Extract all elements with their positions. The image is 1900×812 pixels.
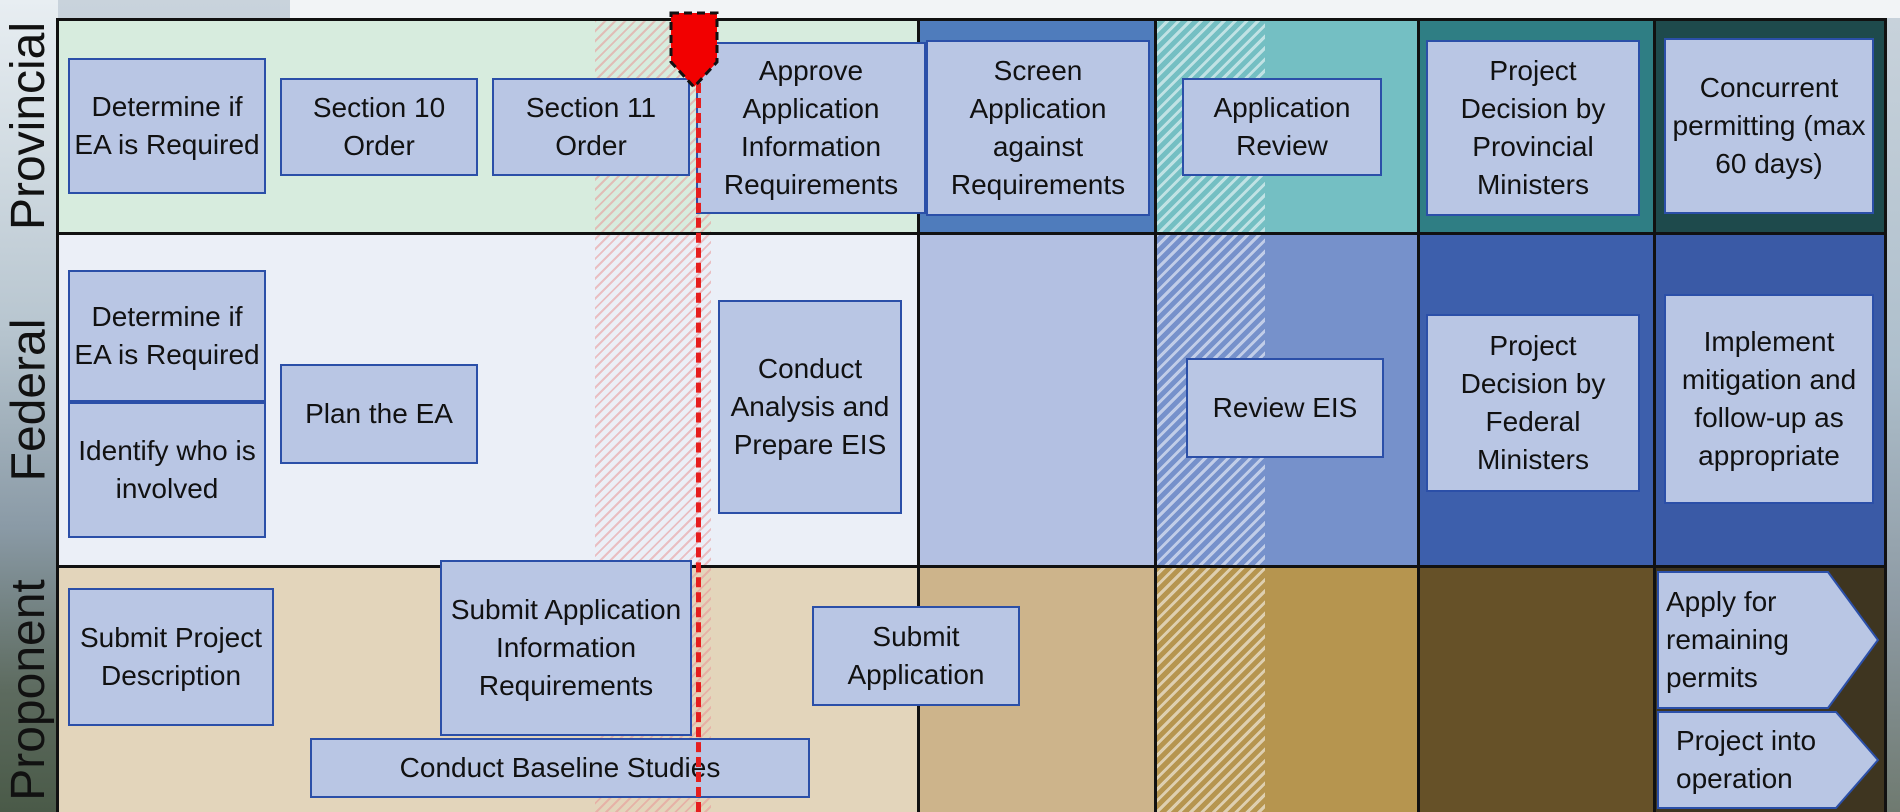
current-stage-dashed-line [696,68,701,812]
grid-line-2 [58,565,1884,568]
grid-vline-right [1884,18,1887,812]
provincial-decision-box[interactable]: Project Decision by Provincial Ministers [1426,40,1640,216]
current-stage-marker-icon [669,11,719,90]
concurrent-permitting-box[interactable]: Concurrent permitting (max 60 days) [1664,38,1874,214]
submit-application-box[interactable]: Submit Application [812,606,1020,706]
implement-mitigation-box[interactable]: Implement mitigation and follow-up as ap… [1664,294,1874,504]
grid-vline-3 [1417,18,1420,812]
section-11-order-box[interactable]: Section 11 Order [492,78,690,176]
screen-application-box[interactable]: Screen Application against Requirements [926,40,1150,216]
project-operation-arrow[interactable]: Project into operation [1656,710,1882,810]
apply-permits-label: Apply for remaining permits [1666,586,1789,693]
lane-label-federal: Federal [2,318,55,482]
section-10-order-box[interactable]: Section 10 Order [280,78,478,176]
approve-air-box[interactable]: Approve Application Information Requirem… [696,42,926,214]
top-strip [290,0,1900,18]
grid-vline-4 [1653,18,1656,812]
submit-project-description-box[interactable]: Submit Project Description [68,588,274,726]
identify-involved-box[interactable]: Identify who is involved [68,402,266,538]
project-operation-label: Project into operation [1676,725,1817,794]
mountain-background [0,0,58,812]
provincial-determine-ea-box[interactable]: Determine if EA is Required [68,58,266,194]
grid-vline-left [56,18,59,812]
grid-vline-2 [1154,18,1157,812]
federal-decision-box[interactable]: Project Decision by Federal Ministers [1426,314,1640,492]
application-review-box[interactable]: Application Review [1182,78,1382,176]
lane-label-proponent: Proponent [2,579,56,801]
conduct-analysis-box[interactable]: Conduct Analysis and Prepare EIS [718,300,902,514]
apply-permits-arrow[interactable]: Apply for remaining permits [1656,570,1882,710]
grid-vline-1 [917,18,920,812]
grid-line-1 [58,232,1884,235]
federal-phase-2 [918,235,1155,565]
submit-air-box[interactable]: Submit Application Information Requireme… [440,560,692,736]
arrow-shape-icon [1657,711,1880,809]
review-eis-box[interactable]: Review EIS [1186,358,1384,458]
lane-label-provincial: Provincial [2,21,56,231]
conduct-baseline-box[interactable]: Conduct Baseline Studies [310,738,810,798]
grid-line-top [58,18,1884,21]
proponent-phase-4 [1418,568,1654,812]
plan-ea-box[interactable]: Plan the EA [280,364,478,464]
arrow-shape-icon [1657,571,1880,709]
federal-determine-ea-box[interactable]: Determine if EA is Required [68,270,266,402]
